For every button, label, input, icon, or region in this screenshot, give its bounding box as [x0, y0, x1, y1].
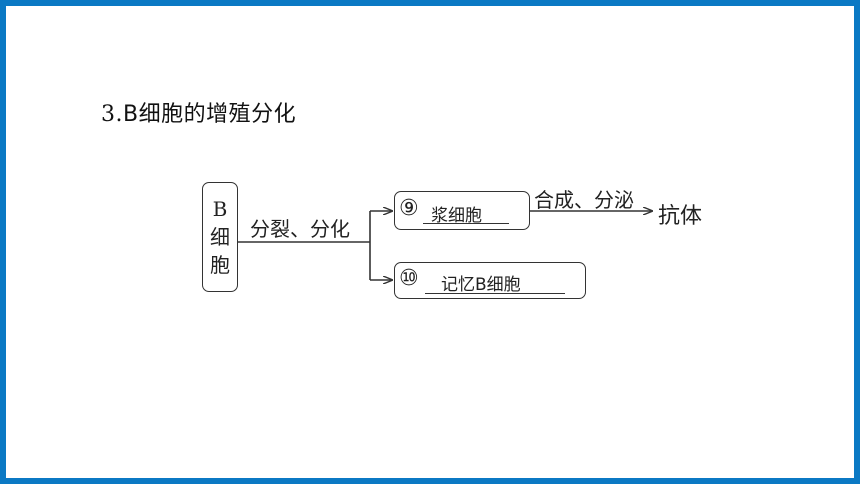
marker-10: ⑩	[399, 266, 419, 291]
b-cell-char-2: 细	[210, 225, 230, 249]
b-cell-box: B 细 胞	[202, 182, 238, 292]
section-heading: 3.B细胞的增殖分化	[101, 96, 296, 128]
answer-9-underline	[423, 223, 509, 224]
heading-text: B细胞的增殖分化	[123, 102, 297, 127]
answer-box-10: ⑩ 记忆B细胞	[394, 262, 586, 299]
answer-10-text: 记忆B细胞	[441, 275, 521, 295]
b-cell-char-1: B	[212, 197, 228, 221]
edge-label-secretion: 合成、分泌	[534, 188, 634, 212]
marker-9: ⑨	[399, 196, 419, 221]
product-antibody: 抗体	[658, 204, 703, 229]
answer-10-underline	[425, 293, 565, 294]
b-cell-char-3: 胞	[210, 253, 230, 277]
heading-number: 3.	[101, 102, 123, 127]
edge-label-division: 分裂、分化	[250, 217, 350, 241]
answer-9-text: 浆细胞	[431, 206, 482, 226]
answer-box-9: ⑨ 浆细胞	[394, 191, 530, 230]
